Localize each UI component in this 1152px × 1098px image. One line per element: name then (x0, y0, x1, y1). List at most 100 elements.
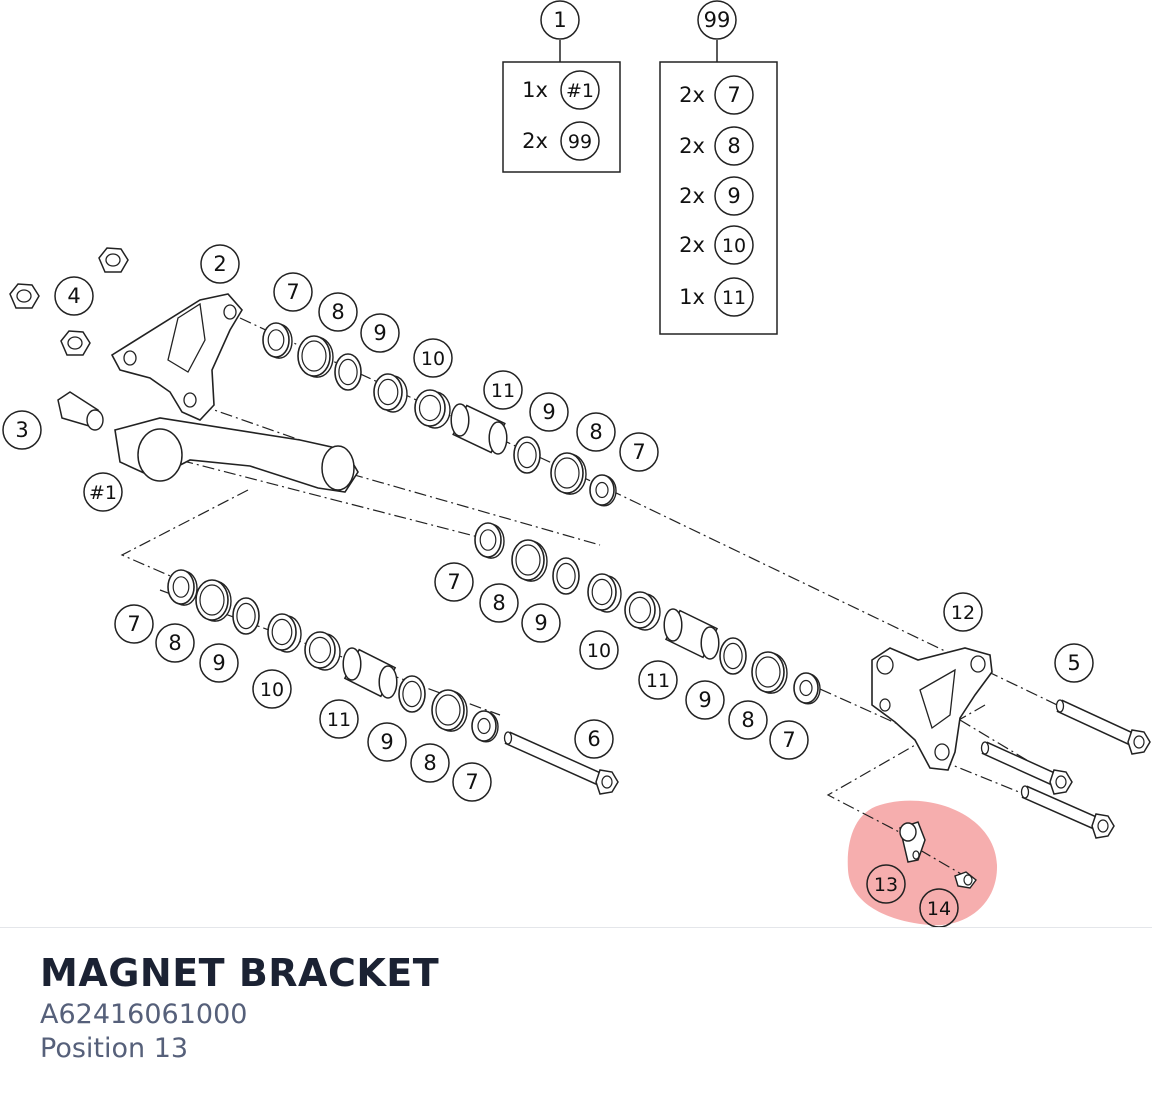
assembly-line (329, 467, 601, 546)
sleeve-11 (450, 403, 508, 455)
callout-label: 9 (380, 730, 393, 754)
callout-circle (83, 472, 123, 512)
callout-label: 10 (587, 640, 611, 662)
spacer-sleeve (57, 391, 104, 431)
bolt (1020, 785, 1115, 839)
callout-3: 3 (2, 410, 42, 450)
callout-circle (434, 562, 474, 602)
sleeve-11 (663, 608, 720, 660)
nut (60, 330, 91, 356)
seal-8 (550, 452, 587, 495)
part-number: A62416061000 (40, 999, 248, 1030)
callout-8: 8 (410, 743, 450, 783)
callout-12: 12 (943, 592, 983, 632)
callout-6: 6 (574, 719, 614, 759)
callout-circle (619, 432, 659, 472)
callout-label: 7 (127, 612, 140, 636)
bearing-7 (589, 474, 617, 507)
kit-item-circle (714, 176, 754, 216)
callout-7: 7 (452, 762, 492, 802)
callout-circle (273, 272, 313, 312)
assembly-line (799, 679, 901, 726)
callout-8: 8 (479, 583, 519, 623)
kit-box (502, 61, 621, 173)
callout-labels: 243#178910119877891011987789101198712561… (2, 244, 1094, 928)
pivot-bracket (871, 647, 993, 771)
callout-circle (866, 864, 906, 904)
callout-label: 8 (589, 420, 602, 444)
callout-label: 11 (646, 670, 670, 692)
callout-circle (200, 244, 240, 284)
callout-circle (252, 669, 292, 709)
callout-label: 7 (447, 570, 460, 594)
callout-label: 9 (212, 651, 225, 675)
callout-label: 12 (951, 602, 975, 624)
highlight-region (847, 800, 998, 926)
callout-circle (521, 603, 561, 643)
washer-9 (232, 597, 260, 635)
callout-label: #1 (89, 482, 117, 504)
bushing-10 (414, 389, 451, 429)
bearing-7 (471, 710, 499, 743)
callout-circle (452, 762, 492, 802)
callout-label: 9 (373, 321, 386, 345)
callout-circle (579, 630, 619, 670)
callout-circle (576, 412, 616, 452)
seal-8 (751, 651, 788, 694)
callout-label: 3 (15, 418, 28, 442)
callout-label: 14 (927, 898, 951, 920)
kit-item-circle (560, 70, 600, 110)
bushing-10 (373, 373, 408, 413)
nut (9, 283, 40, 309)
bushing-10 (587, 573, 622, 613)
kit-item-qty: 2x (679, 83, 705, 107)
callout-label: 13 (874, 874, 898, 896)
assembly-line (159, 454, 491, 541)
callout-circle (574, 719, 614, 759)
kit-item-ref: 99 (568, 131, 592, 153)
callout-7: 7 (434, 562, 474, 602)
callout-13: 13 (866, 864, 906, 904)
bearing-7 (793, 672, 821, 705)
callout-9: 9 (367, 722, 407, 762)
sleeve-11 (342, 647, 398, 699)
callout-9: 9 (529, 392, 569, 432)
kit-item-qty: 1x (679, 285, 705, 309)
callout-label: 10 (421, 348, 445, 370)
kit-item-circle (560, 121, 600, 161)
callout-circle (638, 660, 678, 700)
seal-8 (297, 335, 334, 378)
kit-item-ref: #1 (566, 80, 594, 102)
callout-circle (410, 743, 450, 783)
bushing-10 (267, 613, 302, 653)
callout-label: 7 (465, 770, 478, 794)
callout-label: 4 (67, 284, 80, 308)
callout-8: 8 (728, 700, 768, 740)
callout-circle (367, 722, 407, 762)
callout-circle (769, 720, 809, 760)
kit-item-qty: 2x (679, 233, 705, 257)
bearing-7 (474, 522, 505, 559)
washer-9 (719, 637, 747, 675)
callout-8: 8 (318, 292, 358, 332)
bearing-7 (167, 569, 198, 606)
callout-11: 11 (483, 370, 523, 410)
seal-8 (195, 579, 232, 622)
seal-8 (511, 539, 548, 582)
callout-circle (199, 643, 239, 683)
kit-item-ref: 11 (722, 287, 746, 309)
bolt (980, 741, 1073, 795)
callout-9: 9 (521, 603, 561, 643)
callout-circle (1054, 643, 1094, 683)
callout-circle (155, 623, 195, 663)
divider (0, 927, 1152, 928)
callout-hash1: #1 (83, 472, 123, 512)
callout-label: 10 (260, 679, 284, 701)
kit-item-ref: 7 (727, 83, 740, 107)
callout-9: 9 (199, 643, 239, 683)
callout-2: 2 (200, 244, 240, 284)
part-position: Position 13 (40, 1033, 189, 1064)
callout-label: 11 (327, 709, 351, 731)
